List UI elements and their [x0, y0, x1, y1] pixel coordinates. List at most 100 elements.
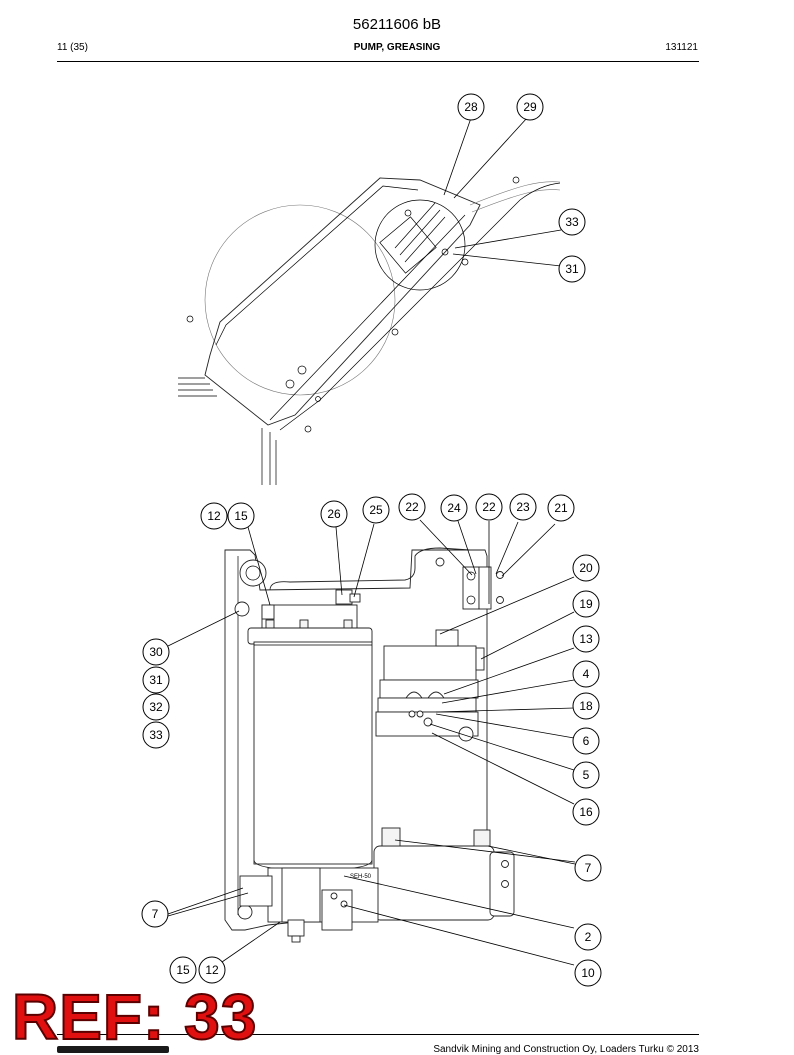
callout-bubble	[572, 625, 600, 653]
footer-rule	[57, 1034, 699, 1035]
callout-number: 31	[565, 262, 579, 276]
callout-bubble	[572, 660, 600, 688]
callout-bubble	[362, 496, 390, 524]
callout-number: 26	[327, 507, 341, 521]
company-logo	[57, 1046, 169, 1053]
callout-number: 15	[176, 963, 190, 977]
callout-number: 33	[565, 215, 579, 229]
callout-number: 18	[579, 699, 593, 713]
callout-29: 29	[516, 93, 544, 121]
callout-7: 7	[574, 854, 602, 882]
page-title: PUMP, GREASING	[353, 42, 441, 53]
callout-bubble	[398, 493, 426, 521]
callout-bubble	[142, 693, 170, 721]
callout-12: 12	[198, 956, 226, 984]
callout-number: 25	[369, 503, 383, 517]
callout-number: 32	[149, 700, 163, 714]
callout-number: 5	[583, 768, 590, 782]
document-date: 131121	[665, 42, 698, 53]
callout-30: 30	[142, 638, 170, 666]
callout-25: 25	[362, 496, 390, 524]
callout-bubble	[141, 900, 169, 928]
pump-model-plate: SEH-50	[350, 874, 372, 880]
callout-number: 7	[152, 907, 159, 921]
callout-15: 15	[169, 956, 197, 984]
page-indicator: 11 (35)	[57, 42, 88, 53]
callout-number: 10	[581, 966, 595, 980]
callout-number: 24	[447, 501, 461, 515]
copyright-notice: Sandvik Mining and Construction Oy, Load…	[433, 1044, 699, 1055]
callout-28: 28	[457, 93, 485, 121]
callout-bubble	[572, 761, 600, 789]
callout-number: 28	[464, 100, 478, 114]
callout-bubble	[574, 854, 602, 882]
callout-33: 33	[558, 208, 586, 236]
callout-number: 6	[583, 734, 590, 748]
callout-number: 12	[207, 509, 221, 523]
callout-33: 33	[142, 721, 170, 749]
callout-7: 7	[141, 900, 169, 928]
callout-number: 13	[579, 632, 593, 646]
callout-number: 16	[579, 805, 593, 819]
callout-bubble	[572, 554, 600, 582]
callout-bubble	[142, 638, 170, 666]
callout-bubble	[200, 502, 228, 530]
callout-10: 10	[574, 959, 602, 987]
callout-bubble	[509, 493, 537, 521]
callout-bubble	[320, 500, 348, 528]
callout-bubble	[198, 956, 226, 984]
callout-number: 2	[585, 930, 592, 944]
callout-31: 31	[558, 255, 586, 283]
callout-24: 24	[440, 494, 468, 522]
callout-15: 15	[227, 502, 255, 530]
callout-23: 23	[509, 493, 537, 521]
callout-13: 13	[572, 625, 600, 653]
callout-number: 21	[554, 501, 568, 515]
callout-number: 7	[585, 861, 592, 875]
callout-20: 20	[572, 554, 600, 582]
callout-number: 12	[205, 963, 219, 977]
callout-bubble	[558, 255, 586, 283]
callout-number: 23	[516, 500, 530, 514]
callout-bubble	[169, 956, 197, 984]
callout-number: 19	[579, 597, 593, 611]
callout-bubble	[516, 93, 544, 121]
callout-4: 4	[572, 660, 600, 688]
callout-bubble	[547, 494, 575, 522]
callout-bubble	[440, 494, 468, 522]
callout-19: 19	[572, 590, 600, 618]
callout-number: 22	[405, 500, 419, 514]
callout-12: 12	[200, 502, 228, 530]
callout-bubble	[457, 93, 485, 121]
callout-bubble	[142, 666, 170, 694]
callout-6: 6	[572, 727, 600, 755]
callout-bubble	[572, 692, 600, 720]
callout-5: 5	[572, 761, 600, 789]
callout-21: 21	[547, 494, 575, 522]
callout-number: 15	[234, 509, 248, 523]
callout-16: 16	[572, 798, 600, 826]
callout-bubble	[558, 208, 586, 236]
callout-22: 22	[398, 493, 426, 521]
callout-18: 18	[572, 692, 600, 720]
callout-26: 26	[320, 500, 348, 528]
callout-bubble	[227, 502, 255, 530]
callout-bubble	[574, 923, 602, 951]
callout-22: 22	[475, 493, 503, 521]
document-number: 56211606 bB	[352, 16, 442, 33]
callout-number: 29	[523, 100, 537, 114]
callout-number: 31	[149, 673, 163, 687]
callout-2: 2	[574, 923, 602, 951]
callout-number: 33	[149, 728, 163, 742]
callout-number: 4	[583, 667, 590, 681]
callout-bubble	[572, 727, 600, 755]
ref-stamp: REF: 33	[11, 981, 258, 1053]
callout-32: 32	[142, 693, 170, 721]
callout-bubble	[142, 721, 170, 749]
callout-bubble	[572, 590, 600, 618]
callout-bubble	[475, 493, 503, 521]
callout-31: 31	[142, 666, 170, 694]
leader-lines	[167, 117, 576, 966]
